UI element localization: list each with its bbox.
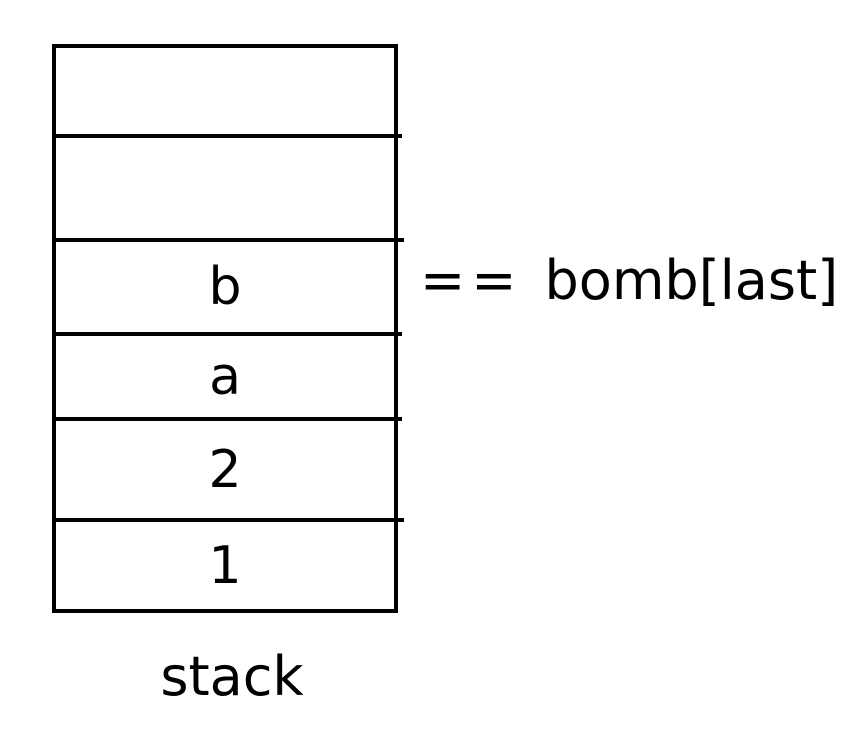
stack-cell-3: b [56, 242, 394, 332]
equality-operator: == [420, 249, 523, 312]
stack-cell-5 [56, 48, 394, 134]
cell-divider [52, 332, 402, 336]
stack-cell-value: a [209, 346, 241, 407]
stack-cell-1: 2 [56, 421, 394, 518]
stack-cell-value: b [208, 257, 242, 317]
top-comparison: ==bomb[last] [420, 254, 838, 308]
stack-cell-4 [56, 138, 394, 238]
cell-divider [52, 518, 404, 522]
cell-divider [52, 238, 404, 242]
comparison-target: bomb[last] [544, 249, 839, 312]
stack-cell-0: 1 [56, 522, 394, 609]
stack-container: b a 2 1 [52, 44, 404, 613]
stack-cell-value: 1 [208, 535, 242, 596]
cell-divider [52, 134, 402, 138]
stack-cell-2: a [56, 336, 394, 417]
stack-cell-value: 2 [208, 439, 242, 500]
stack-label: stack [160, 645, 304, 708]
cell-divider [52, 417, 402, 421]
